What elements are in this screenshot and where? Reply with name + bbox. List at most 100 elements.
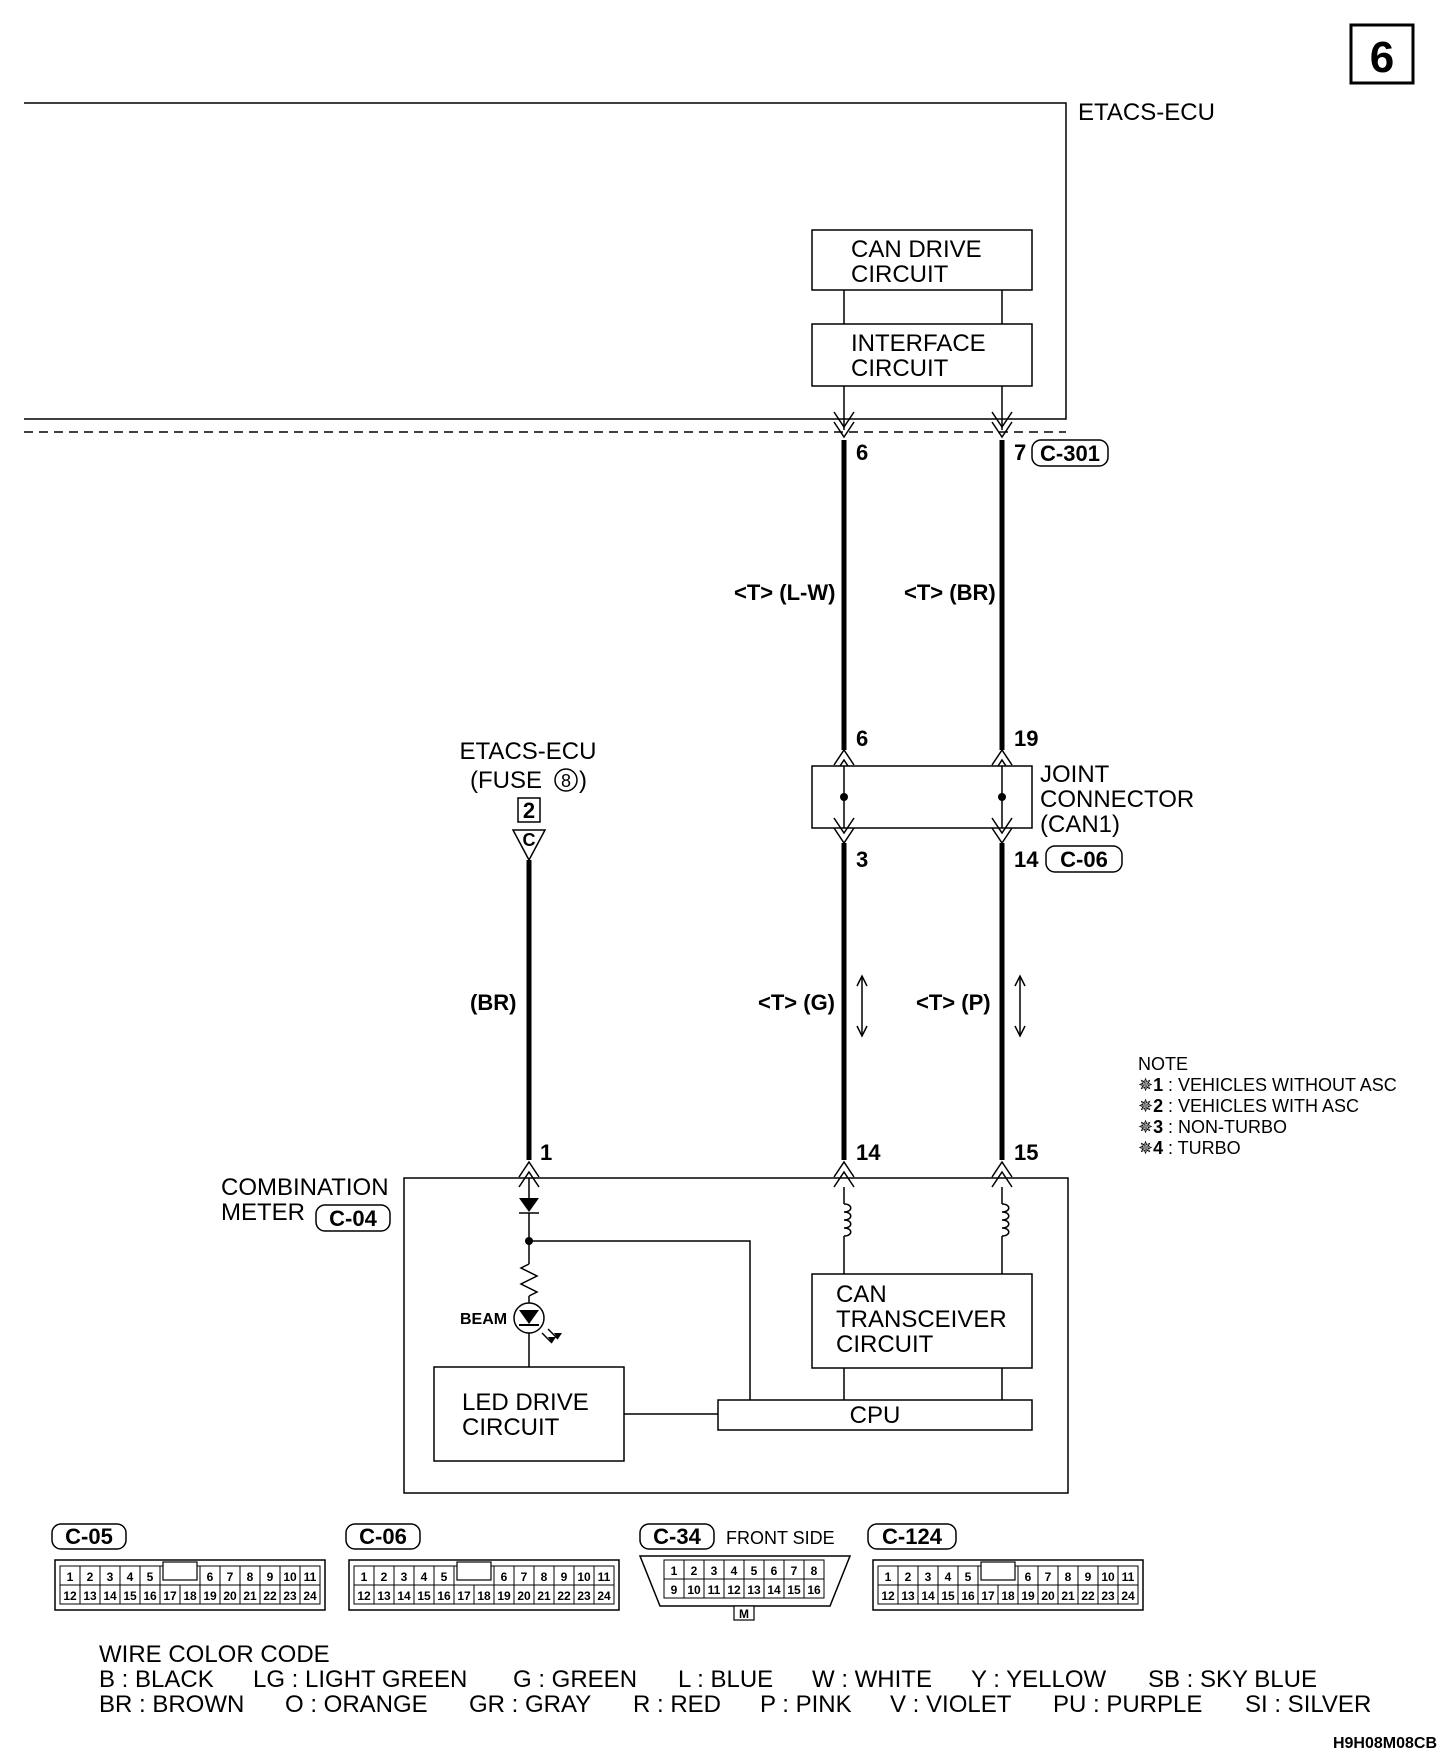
connector-pin: 17 — [163, 1589, 177, 1603]
etacs-ecu-label: ETACS-ECU — [1078, 99, 1215, 126]
fuse-label: (FUSE 8 ) — [470, 767, 587, 794]
connector-pin: 13 — [747, 1583, 761, 1597]
connector-key-icon — [162, 1561, 198, 1581]
note-item: : VEHICLES WITHOUT ASC — [1168, 1075, 1397, 1095]
can-transceiver-line1: CAN — [836, 1281, 887, 1308]
connector-pin: 8 — [541, 1570, 548, 1584]
connector-pin: 19 — [1021, 1589, 1035, 1603]
connector-key-icon — [980, 1561, 1016, 1581]
joint-connector-label-3: (CAN1) — [1040, 811, 1120, 838]
c06-connector-id: C-06 — [1060, 847, 1108, 872]
can-drive-circuit-box: CAN DRIVE CIRCUIT — [811, 229, 1033, 291]
figure-code: H9H08M08CB — [1333, 1735, 1437, 1752]
connector-pin: 12 — [727, 1583, 741, 1597]
joint-pin-bottom-left: 3 — [856, 847, 868, 872]
connector-pin: 1 — [67, 1570, 74, 1584]
can-transceiver-box: CAN TRANSCEIVER CIRCUIT — [811, 1273, 1033, 1369]
wire-label-lower-right: <T> (P) — [916, 990, 991, 1015]
connector-pin: 14 — [767, 1583, 781, 1597]
connector-pin: 2 — [381, 1570, 388, 1584]
meter-pin-can-l: 15 — [1014, 1140, 1038, 1165]
connector-pin: 6 — [501, 1570, 508, 1584]
connector-pin: 21 — [537, 1589, 551, 1603]
connector-pin: 16 — [961, 1589, 975, 1603]
fuse-close: ) — [579, 767, 587, 794]
connector-pin: 9 — [671, 1583, 678, 1597]
connector-pin: 10 — [687, 1583, 701, 1597]
c301-pin-right: 7 — [1014, 440, 1026, 465]
can-transceiver-line2: TRANSCEIVER — [836, 1306, 1007, 1333]
connector-pin: 7 — [1045, 1570, 1052, 1584]
wire-label-lower-left: <T> (G) — [758, 990, 835, 1015]
etacs-ecu-block: ETACS-ECU CAN DRIVE CIRCUIT INTERFACE CI… — [24, 99, 1215, 433]
meter-label-2: METER — [221, 1199, 305, 1226]
connector-pin: 3 — [711, 1564, 718, 1578]
connector-pin: 21 — [1061, 1589, 1075, 1603]
c06-connector-tag: C-06 — [1045, 845, 1123, 873]
connector-pin: 15 — [123, 1589, 137, 1603]
connector-pin: 13 — [83, 1589, 97, 1603]
fuse-number: 8 — [561, 771, 571, 791]
connector-key-icon — [456, 1561, 492, 1581]
connector-pin: 14 — [103, 1589, 117, 1603]
joint-pin-top-left: 6 — [856, 726, 868, 751]
connector-id: C-05 — [65, 1524, 113, 1549]
connector-pin: 11 — [598, 1570, 611, 1584]
connector-pin: 5 — [147, 1570, 154, 1584]
connector-pin: 6 — [1025, 1570, 1032, 1584]
wire-color-code-title: WIRE COLOR CODE — [99, 1641, 330, 1668]
wire-label-upper-left: <T> (L-W) — [734, 580, 835, 605]
note-title: NOTE — [1138, 1054, 1188, 1074]
c301-pin-left: 6 — [856, 440, 868, 465]
connector-pin: 19 — [203, 1589, 217, 1603]
wire-color-y: Y : YELLOW — [971, 1666, 1107, 1693]
wire-color-br: BR : BROWN — [99, 1691, 244, 1718]
wire-label-upper-right: <T> (BR) — [904, 580, 996, 605]
connector-pin: 10 — [577, 1570, 591, 1584]
c04-connector-tag: C-04 — [315, 1204, 391, 1232]
connector-pin: 1 — [671, 1564, 678, 1578]
note-item: : NON-TURBO — [1168, 1117, 1287, 1137]
cpu-box: CPU — [717, 1399, 1033, 1431]
c301-terminal-arrows — [833, 411, 1013, 439]
connector-pin: 20 — [223, 1589, 237, 1603]
connector-pin: 23 — [1101, 1589, 1115, 1603]
wire-color-code: WIRE COLOR CODE B : BLACK LG : LIGHT GRE… — [99, 1641, 1371, 1718]
connector-pin: 8 — [247, 1570, 254, 1584]
interface-circuit-line1: INTERFACE — [851, 330, 986, 357]
connector-pin: 22 — [557, 1589, 571, 1603]
connector-pin: 21 — [243, 1589, 257, 1603]
page-number: 6 — [1370, 33, 1394, 82]
connector-pin: 15 — [941, 1589, 955, 1603]
note-item: : TURBO — [1168, 1138, 1241, 1158]
connector-pin: 2 — [905, 1570, 912, 1584]
connector-pin: 2 — [691, 1564, 698, 1578]
beam-label: BEAM — [460, 1311, 507, 1328]
c301-connector-id: C-301 — [1040, 441, 1100, 466]
wire-color-lg: LG : LIGHT GREEN — [253, 1666, 467, 1693]
connector-id: C-06 — [359, 1524, 407, 1549]
power-source-label: ETACS-ECU — [460, 738, 597, 765]
can-drive-circuit-line2: CIRCUIT — [851, 261, 949, 288]
note-mark: ✵4 — [1138, 1138, 1163, 1158]
connector-pin: 15 — [417, 1589, 431, 1603]
joint-pin-bottom-right: 14 — [1014, 847, 1039, 872]
power-terminal-symbol: C — [511, 829, 547, 862]
connector-pin: 8 — [1065, 1570, 1072, 1584]
power-terminal-letter: C — [523, 830, 536, 850]
connector-pin: 6 — [771, 1564, 778, 1578]
connector-pin: 4 — [731, 1564, 738, 1578]
c04-connector-id: C-04 — [329, 1206, 377, 1231]
connector-id: C-124 — [882, 1524, 943, 1549]
connector-pin: 19 — [497, 1589, 511, 1603]
led-drive-circuit-box: LED DRIVE CIRCUIT — [433, 1366, 625, 1462]
meter-pin-can-h: 14 — [856, 1140, 881, 1165]
interface-circuit-line2: CIRCUIT — [851, 355, 949, 382]
inductor-symbol — [1001, 1203, 1010, 1237]
connector-pin: 13 — [377, 1589, 391, 1603]
wire-color-l: L : BLUE — [678, 1666, 773, 1693]
c301-connector-tag: C-301 — [1031, 439, 1109, 467]
